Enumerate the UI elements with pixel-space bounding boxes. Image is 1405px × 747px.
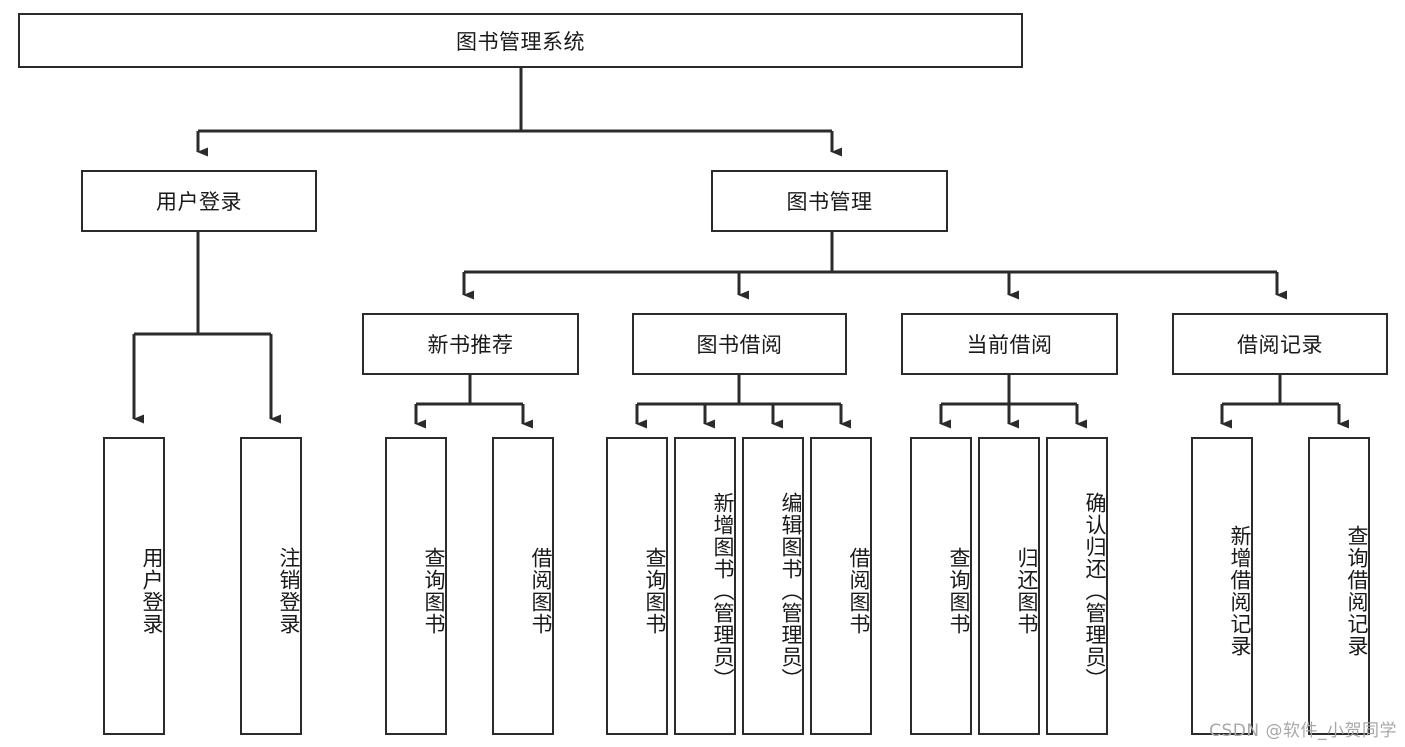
node-root-book-management-system[interactable]: 图书管理系统: [18, 13, 1023, 68]
leaf-query-book-borrow[interactable]: 查询图书: [606, 437, 668, 735]
node-label: 图书借阅: [696, 333, 783, 357]
node-label: 图书管理系统: [456, 29, 585, 54]
node-label: 图书管理: [786, 190, 873, 214]
node-label: 归还图书: [1015, 547, 1039, 635]
node-label: 借阅记录: [1237, 333, 1323, 357]
node-label: 确认归还（管理员）: [1083, 492, 1107, 690]
leaf-confirm-return-admin[interactable]: 确认归还（管理员）: [1046, 437, 1108, 735]
node-current-borrow[interactable]: 当前借阅: [901, 313, 1118, 375]
node-label: 当前借阅: [966, 333, 1053, 357]
node-label: 借阅图书: [847, 547, 871, 635]
node-book-management[interactable]: 图书管理: [711, 170, 948, 232]
leaf-edit-book-admin[interactable]: 编辑图书（管理员）: [742, 437, 804, 735]
node-label: 用户登录: [140, 547, 164, 635]
node-user-login[interactable]: 用户登录: [81, 170, 317, 232]
node-label: 编辑图书（管理员）: [779, 492, 803, 690]
node-label: 查询借阅记录: [1345, 525, 1369, 657]
node-label: 注销登录: [277, 547, 301, 635]
leaf-return-book[interactable]: 归还图书: [978, 437, 1040, 735]
node-book-borrow[interactable]: 图书借阅: [632, 313, 847, 375]
node-label: 新书推荐: [427, 333, 514, 357]
leaf-user-login[interactable]: 用户登录: [103, 437, 165, 735]
node-label: 借阅图书: [529, 547, 553, 635]
node-new-book-recommend[interactable]: 新书推荐: [362, 313, 579, 375]
leaf-query-borrow-record[interactable]: 查询借阅记录: [1308, 437, 1370, 735]
node-label: 用户登录: [156, 190, 242, 214]
node-label: 查询图书: [422, 547, 446, 635]
node-label: 新增图书（管理员）: [711, 492, 735, 690]
leaf-logout[interactable]: 注销登录: [240, 437, 302, 735]
node-label: 新增借阅记录: [1228, 525, 1252, 657]
leaf-query-book-current[interactable]: 查询图书: [910, 437, 972, 735]
node-label: 查询图书: [643, 547, 667, 635]
leaf-add-book-admin[interactable]: 新增图书（管理员）: [674, 437, 736, 735]
node-label: 查询图书: [947, 547, 971, 635]
leaf-borrow-book-recommend[interactable]: 借阅图书: [492, 437, 554, 735]
leaf-query-book-recommend[interactable]: 查询图书: [385, 437, 447, 735]
leaf-borrow-book[interactable]: 借阅图书: [810, 437, 872, 735]
leaf-add-borrow-record[interactable]: 新增借阅记录: [1191, 437, 1253, 735]
node-borrow-records[interactable]: 借阅记录: [1172, 313, 1388, 375]
